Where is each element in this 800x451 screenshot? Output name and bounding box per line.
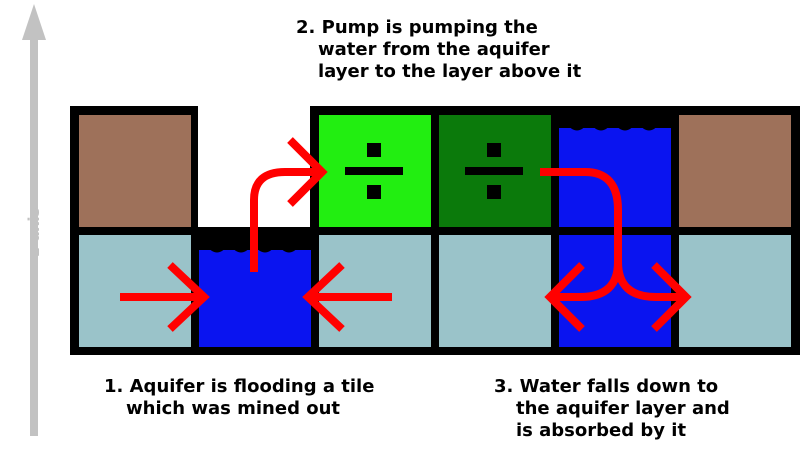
caption-step-3: 3. Water falls down to the aquifer layer…: [494, 376, 730, 442]
caption-step-3-line-2: the aquifer layer and: [516, 398, 730, 419]
caption-step-2-line-1: 2. Pump is pumping the: [296, 17, 538, 38]
caption-step-1: 1. Aquifer is flooding a tile which was …: [104, 376, 374, 420]
arrow-icon: [540, 168, 692, 332]
z-axis: [22, 4, 46, 436]
water-surface-right: [557, 119, 671, 131]
caption-step-3-line-3: is absorbed by it: [516, 420, 687, 441]
soil-tile-left: [79, 115, 191, 227]
aquifer-tile-6: [679, 235, 791, 347]
caption-step-1-line-2: which was mined out: [126, 398, 341, 419]
aquifer-tile-4: [439, 235, 551, 347]
arrow-icon: [250, 137, 328, 272]
caption-step-2: 2. Pump is pumping the water from the aq…: [296, 17, 581, 83]
caption-step-2-line-2: water from the aquifer: [318, 39, 550, 60]
caption-step-1-line-1: 1. Aquifer is flooding a tile: [104, 376, 375, 397]
aquifer-tile-3: [319, 235, 431, 347]
caption-step-2-line-3: layer to the layer above it: [318, 61, 582, 82]
arrow-icon: [302, 262, 392, 332]
soil-tile-right: [679, 115, 791, 227]
arrow-icon: [120, 262, 210, 332]
z-axis-label: z-axis: [25, 207, 43, 257]
axis-arrowhead: [22, 4, 46, 40]
divide-icon: [465, 143, 523, 199]
caption-step-3-line-1: 3. Water falls down to: [494, 376, 719, 397]
divide-icon: [345, 143, 403, 199]
